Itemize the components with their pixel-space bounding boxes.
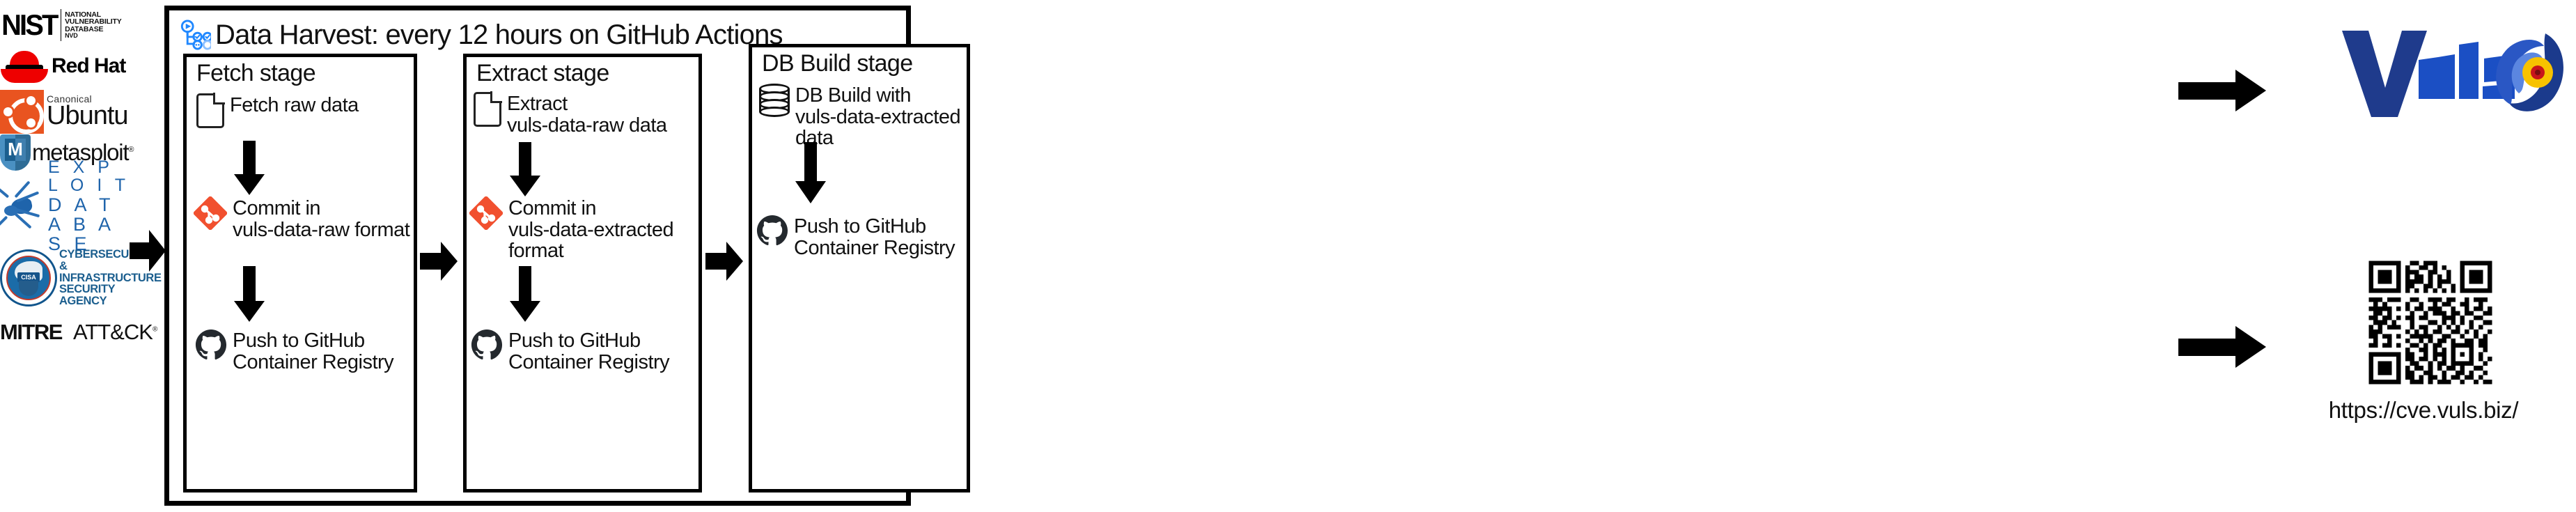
metasploit-shield-icon: M	[0, 134, 31, 171]
metasploit-logo: M metasploit®	[0, 132, 134, 173]
extract-step-1-label: Extract vuls-data-raw data	[507, 93, 667, 137]
fetch-step-1-label: Fetch raw data	[230, 94, 359, 116]
nvd-line-1: NATIONAL VULNERABILITY	[65, 10, 122, 26]
nist-wordmark: NIST	[1, 8, 58, 41]
git-icon	[469, 196, 504, 231]
canonical-ubuntu-logo: Canonical Ubuntu	[0, 88, 134, 135]
nist-nvd-logo: NIST NATIONAL VULNERABILITY DATABASE NVD	[0, 4, 134, 46]
extract-stage-box: Extract stage Extract vuls-data-raw data	[463, 54, 702, 492]
arrow-harvest-to-qr	[2178, 326, 2269, 368]
nvd-line-3: NVD	[65, 32, 78, 40]
fetch-step-2-label: Commit in vuls-data-raw format	[233, 197, 410, 241]
extract-step-3-label: Push to GitHub Container Registry	[508, 329, 670, 373]
extract-step-2: Commit in vuls-data-extracted format	[469, 196, 706, 262]
ubuntu-wordmark: Ubuntu	[47, 100, 129, 130]
ubuntu-circle-of-friends-icon	[0, 89, 44, 134]
harvest-title: Data Harvest: every 12 hours on GitHub A…	[215, 19, 783, 50]
red-hat-logo: Red Hat	[0, 43, 134, 89]
cisa-line-2: INFRASTRUCTURE	[59, 271, 162, 284]
cisa-seal-icon: CISA	[0, 249, 57, 307]
fetch-step-2: Commit in vuls-data-raw format	[193, 196, 416, 241]
arrow-down-fetch-1	[234, 141, 265, 195]
arrow-fetch-to-extract	[420, 242, 460, 281]
nvd-text: NATIONAL VULNERABILITY DATABASE NVD	[65, 11, 134, 40]
document-icon	[196, 93, 225, 128]
exploit-db-line-2: D A T A B A S E	[48, 194, 115, 255]
metasploit-registered-mark: ®	[128, 146, 134, 154]
vulnerability-data-sources: NIST NATIONAL VULNERABILITY DATABASE NVD…	[0, 0, 162, 512]
extract-step-3: Push to GitHub Container Registry	[471, 329, 701, 373]
arrow-down-db-build-1	[795, 142, 826, 206]
github-actions-icon	[180, 20, 211, 50]
attack-wordmark: ATT&CK®	[73, 320, 157, 345]
arrow-down-extract-2	[510, 266, 540, 323]
fetch-stage-title: Fetch stage	[196, 60, 316, 86]
cisa-text: CYBERSECURITY & INFRASTRUCTURE SECURITY …	[59, 249, 162, 307]
fetch-step-1: Fetch raw data	[196, 93, 412, 128]
arrow-extract-to-db-build	[705, 242, 746, 281]
db-build-step-1-label: DB Build with vuls-data-extracted data	[795, 84, 961, 150]
db-build-step-1: DB Build with vuls-data-extracted data	[759, 84, 974, 149]
github-icon	[195, 329, 227, 365]
fetch-step-3: Push to GitHub Container Registry	[195, 329, 418, 373]
metasploit-word-text: metasploit	[32, 139, 130, 165]
document-icon	[474, 91, 502, 127]
db-build-stage-box: DB Build stage DB Build with vuls-data-e…	[749, 44, 970, 492]
extract-step-2-label: Commit in vuls-data-extracted format	[508, 197, 674, 263]
data-harvest-container: Data Harvest: every 12 hours on GitHub A…	[164, 6, 970, 506]
mitre-attack-logo: MITRE ATT&CK®	[0, 315, 157, 350]
extract-stage-title: Extract stage	[476, 60, 609, 86]
db-build-step-2: Push to GitHub Container Registry	[756, 215, 972, 258]
exploit-db-line-1: E X P L O I T	[48, 157, 130, 196]
github-icon	[471, 329, 503, 365]
exploit-db-text: E X P L O I T D A T A B A S E	[48, 158, 134, 254]
mitre-wordmark: MITRE	[0, 320, 63, 344]
red-hat-wordmark: Red Hat	[52, 54, 126, 77]
attack-registered-mark: ®	[152, 325, 157, 334]
nvd-line-2: DATABASE	[65, 24, 104, 33]
spider-icon	[0, 180, 47, 232]
cisa-logo: CISA CYBERSECURITY & INFRASTRUCTURE SECU…	[0, 240, 162, 316]
qr-code[interactable]	[2364, 256, 2497, 389]
qr-code-container[interactable]	[2364, 256, 2497, 389]
vuls-logo	[2342, 31, 2563, 117]
red-hat-fedora-icon	[0, 48, 49, 84]
canonical-label: Canonical	[47, 93, 92, 105]
arrow-down-extract-1	[510, 142, 540, 196]
ubuntu-text: Canonical Ubuntu	[47, 93, 129, 130]
arrow-sources-to-harvest	[130, 230, 166, 272]
attack-word-text: ATT&CK	[72, 320, 153, 344]
db-build-step-2-label: Push to GitHub Container Registry	[794, 215, 955, 259]
metasploit-wordmark: metasploit®	[32, 139, 134, 166]
harvest-header: Data Harvest: every 12 hours on GitHub A…	[179, 16, 783, 54]
database-icon	[759, 84, 790, 117]
fetch-step-3-label: Push to GitHub Container Registry	[233, 329, 394, 373]
fetch-stage-box: Fetch stage Fetch raw data	[183, 54, 417, 492]
exploit-database-logo: E X P L O I T D A T A B A S E	[0, 158, 134, 254]
github-icon	[756, 215, 788, 251]
arrow-harvest-to-vuls	[2178, 70, 2269, 111]
git-icon	[193, 196, 228, 231]
db-build-stage-title: DB Build stage	[762, 50, 913, 77]
arrow-down-fetch-2	[234, 266, 265, 323]
cisa-line-3: SECURITY AGENCY	[59, 283, 115, 308]
extract-step-1: Extract vuls-data-raw data	[474, 91, 703, 137]
cisa-seal-label: CISA	[17, 272, 40, 282]
vuls-eye-icon	[2496, 33, 2563, 111]
vuls-url-label[interactable]: https://cve.vuls.biz/	[2328, 397, 2519, 423]
